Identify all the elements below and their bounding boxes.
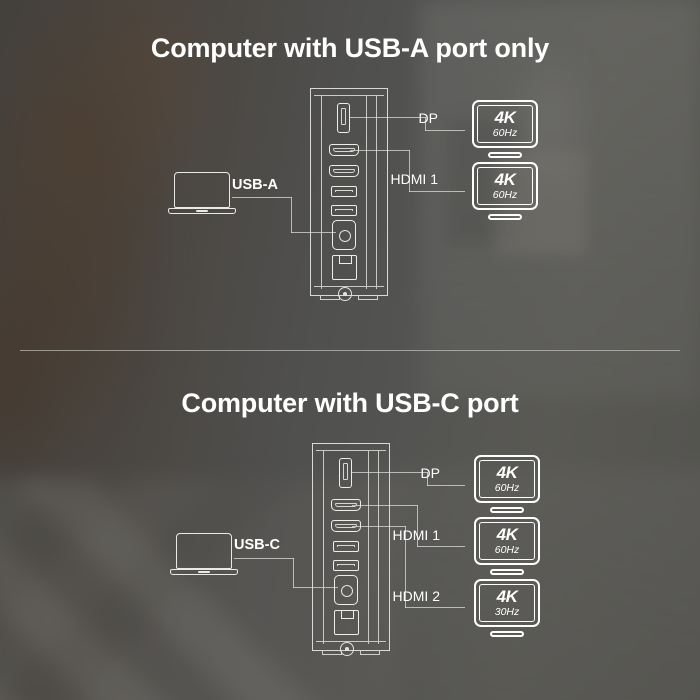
- laptop-base: [170, 569, 238, 575]
- dock-cap-bottom: [316, 641, 386, 642]
- wire-hdmi2-usb-c-seg2: [405, 526, 407, 608]
- dock-cap-top: [316, 450, 386, 451]
- monitor-resolution: 4K: [494, 170, 516, 190]
- laptop-base: [168, 208, 236, 214]
- monitor-screen: 4K 60Hz: [477, 105, 533, 143]
- monitor-resolution: 4K: [496, 463, 518, 483]
- wire-usb-c-seg2: [293, 558, 295, 588]
- dock-station-usb-a: [310, 88, 388, 301]
- monitor-stand: [488, 214, 522, 220]
- monitor-frame: [474, 579, 540, 627]
- monitor-resolution: 4K: [496, 587, 518, 607]
- dock-port-usb-c: [334, 575, 358, 605]
- dock-port-usb-a-1: [333, 541, 359, 552]
- wire-usb-a-seg3: [291, 232, 336, 234]
- wire-dp-usb-a-seg1: [350, 117, 426, 119]
- wire-usb-a-seg1: [232, 197, 292, 199]
- wire-hdmi1-usb-c-seg1: [352, 505, 418, 507]
- dock-port-hdmi-2: [329, 165, 359, 177]
- laptop-notch: [198, 571, 210, 573]
- section-title-usb-c: Computer with USB-C port: [181, 388, 519, 418]
- monitor-frame: [474, 517, 540, 565]
- dock-port-ethernet: [334, 610, 359, 635]
- output-port-label-hdmi2-usb-c: HDMI 2: [392, 588, 440, 604]
- dock-cap-top: [314, 95, 384, 96]
- wire-hdmi2-usb-c-seg1: [352, 526, 406, 528]
- output-port-label-hdmi1-usb-a: HDMI 1: [390, 171, 438, 187]
- laptop-screen: [176, 533, 232, 569]
- dock-port-usb-c: [332, 220, 356, 250]
- dock-port-power: [340, 642, 354, 656]
- dock-port-usb-a-2: [333, 560, 359, 571]
- computer-label-usb-a: USB-A: [232, 177, 278, 193]
- dock-foot-right: [360, 650, 380, 655]
- wire-hdmi1-usb-a-seg3: [409, 191, 465, 193]
- wire-dp-usb-a-seg2: [425, 117, 427, 131]
- dock-port-usb-a-2: [331, 205, 357, 216]
- output-port-label-hdmi1-usb-c: HDMI 1: [392, 527, 440, 543]
- wire-hdmi1-usb-a-seg2: [409, 150, 411, 192]
- monitor-screen: 4K 60Hz: [479, 522, 535, 560]
- monitor-screen: 4K 60Hz: [477, 167, 533, 205]
- dock-port-displayport: [337, 103, 350, 133]
- output-port-label-dp-usb-c: DP: [420, 465, 440, 481]
- wire-dp-usb-a-seg3: [425, 130, 465, 132]
- dock-rail-left: [323, 450, 324, 644]
- monitor-stand: [488, 152, 522, 158]
- dock-port-power: [338, 287, 352, 301]
- monitor-screen: 4K 30Hz: [479, 584, 535, 622]
- wire-usb-c-seg3: [293, 587, 338, 589]
- computer-label-usb-c: USB-C: [234, 537, 280, 553]
- monitor-refresh-rate: 60Hz: [494, 544, 520, 557]
- section-title-usb-a: Computer with USB-A port only: [150, 33, 550, 63]
- monitor-frame: [474, 455, 540, 503]
- wire-usb-c-seg1: [234, 558, 294, 560]
- monitor-resolution: 4K: [496, 525, 518, 545]
- wire-hdmi1-usb-c-seg2: [417, 505, 419, 547]
- dock-rail-left: [321, 95, 322, 289]
- monitor-stand: [490, 507, 524, 513]
- wire-usb-a-seg2: [291, 197, 293, 233]
- dock-foot-left: [320, 295, 340, 300]
- monitor-stand: [490, 569, 524, 575]
- wire-dp-usb-c-seg3: [427, 485, 465, 487]
- dock-rail-mid: [368, 450, 369, 644]
- output-port-label-dp-usb-a: DP: [418, 110, 438, 126]
- monitor-refresh-rate: 30Hz: [494, 606, 520, 619]
- laptop-screen: [174, 172, 230, 208]
- wire-dp-usb-c-seg2: [427, 472, 429, 486]
- wire-dp-usb-c-seg1: [352, 472, 428, 474]
- wire-hdmi1-usb-a-seg1: [350, 150, 410, 152]
- monitor-refresh-rate: 60Hz: [494, 482, 520, 495]
- dock-rail-right: [376, 95, 377, 289]
- dock-port-ethernet: [332, 255, 357, 280]
- monitor-refresh-rate: 60Hz: [492, 127, 518, 140]
- laptop-notch: [196, 210, 208, 212]
- monitor-screen: 4K 60Hz: [479, 460, 535, 498]
- dock-cap-bottom: [314, 286, 384, 287]
- dock-foot-left: [322, 650, 342, 655]
- section-divider: [20, 350, 680, 351]
- dock-port-usb-a-1: [331, 186, 357, 197]
- wire-hdmi1-usb-c-seg3: [417, 546, 465, 548]
- monitor-stand: [490, 631, 524, 637]
- dock-rail-mid: [366, 95, 367, 289]
- dock-port-displayport: [339, 458, 352, 488]
- dock-station-usb-c: [312, 443, 390, 656]
- monitor-frame: [472, 100, 538, 148]
- monitor-resolution: 4K: [494, 108, 516, 128]
- monitor-refresh-rate: 60Hz: [492, 189, 518, 202]
- wire-hdmi2-usb-c-seg3: [405, 607, 465, 609]
- dock-foot-right: [358, 295, 378, 300]
- monitor-frame: [472, 162, 538, 210]
- dock-rail-right: [378, 450, 379, 644]
